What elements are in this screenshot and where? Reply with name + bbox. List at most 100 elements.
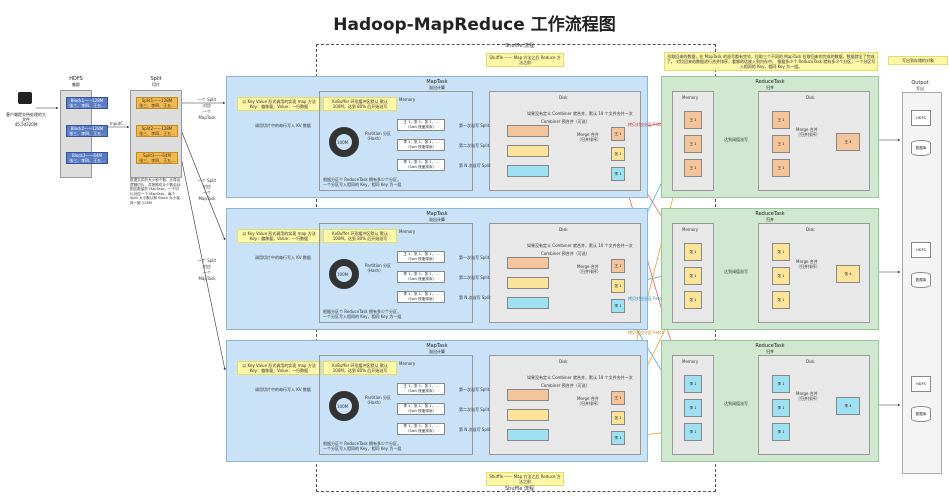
spill-file-1 (507, 389, 549, 401)
reducetask-panel-2: ReduceTask 归并 Memory 张 1 张 1 张 1 达到阀值溢写 … (661, 208, 879, 330)
reduce-disk-title: Disk (806, 359, 815, 364)
spill-label-2: 第二次溢写 Split (459, 275, 490, 280)
partition-3: 李 1，张 1，张 1，... （Sort 快速排序） (397, 159, 445, 171)
reduce-disk-3: 张 1 (772, 291, 790, 309)
write-label: 达到阀值溢写 (724, 401, 748, 406)
shuffle-bottom-note: Shuffle —— Map 方法之后 Reduce 方法之前 (486, 472, 564, 486)
reduce-merge-label: Merge 合并 （归并排序） (796, 127, 820, 137)
partition-1: 王 1，张 1，张 1，... （Sort 快速排序） (397, 119, 445, 131)
shuffle-bottom-label: Shuffle 流程 (505, 486, 535, 492)
segment-1: 王 1 (611, 259, 625, 273)
reduce-input-2: 张 1 (684, 267, 702, 285)
partition-2: 李 1，张 1，张 1，... （Sort 快速排序） (397, 403, 445, 415)
reduce-input-1: 张 1 (684, 243, 702, 261)
reducetask-title: ReduceTask (755, 79, 785, 85)
reduce-input-2: 李 1 (684, 399, 702, 417)
kv-note: 以 Key Value 形式调用的实现 map 方法 Key：偏移量，Value… (237, 229, 321, 243)
reduce-result: 王 4 (836, 133, 860, 151)
reduce-merge-label: Merge 合并 （归并排序） (796, 391, 820, 401)
spill-label-1: 第一次溢写 Split (459, 123, 490, 128)
combiner-note: 如果没有定义 Combiner 就合并，默认 10 个文件合并一次 (527, 243, 633, 248)
reduce-input-1: 李 1 (684, 375, 702, 393)
memory-title: Memory (399, 361, 416, 366)
segment-3: 李 1 (611, 431, 625, 445)
merge-label: Merge 合并 （归并排序） (577, 396, 601, 406)
maptask-subtitle: 溢出计算 (429, 349, 445, 354)
reduce-disk-1: 李 1 (772, 375, 790, 393)
client-label: 客户端提交待处理的大文件 45.5d320M (6, 112, 46, 127)
ring-buffer (329, 259, 359, 289)
output-file-3: HDFS (911, 376, 931, 392)
maptask-title: MapTask (426, 211, 448, 217)
fetch-label-1: 拷贝对应分区 Fetch (628, 122, 665, 127)
read-label: 调用切片中的每行写入 KV 数据 (255, 387, 311, 392)
input-format-label: InputF... (110, 121, 126, 126)
reducetask-panel-3: ReduceTask 归并 Memory 李 1 李 1 李 1 达到阀值溢写 … (661, 340, 879, 462)
split-note: 根据文件的大小和个数，计算出逻辑切片，并按照切片个数启动相应数量的 MapTas… (130, 178, 181, 205)
segment-2: 张 1 (611, 411, 625, 425)
ring-label: 100M (337, 404, 349, 409)
output-file-1: HDFS (911, 110, 931, 126)
kbuffer-note: KvBuffer 环形缓冲区默认 默认 100M，达到 80% 后开始溢写 (323, 97, 397, 111)
read-label: 调用切片中的每行写入 KV 数据 (255, 255, 311, 260)
reduce-disk-title: Disk (806, 95, 815, 100)
partition-3: 李 1，张 1，张 1，... （Sort 快速排序） (397, 291, 445, 303)
fetch-label-2: 拷贝对应分区 Fetch (628, 296, 665, 301)
memory-title: Memory (399, 97, 416, 102)
read-label: 调用切片中的每行写入 KV 数据 (255, 123, 311, 128)
reduce-disk-title: Disk (806, 227, 815, 232)
combiner-label: Combiner 预合并（可选） (541, 119, 590, 124)
spill-label-3: 第 N 次溢写 Split (459, 427, 491, 432)
reduce-note: 根据分区个 ReduceTask 拥有多少个分区，一个分区写入相同的 Key，相… (323, 177, 402, 187)
maptask-panel-3: MapTask 溢出计算 以 Key Value 形式调用的实现 map 方法 … (226, 340, 648, 462)
output-db-3: 数据库 (911, 406, 931, 422)
partition-3: 李 1，张 1，张 1，... （Sort 快速排序） (397, 423, 445, 435)
write-label: 达到阀值溢写 (724, 137, 748, 142)
ring-buffer (329, 127, 359, 157)
hdfs-subtitle: 集群 (72, 82, 80, 87)
combiner-note: 如果没有定义 Combiner 就合并，默认 10 个文件合并一次 (527, 375, 633, 380)
disk-title: Disk (559, 227, 568, 232)
partition-label: Partition 分区 （Hash） (365, 395, 391, 405)
reduce-disk-2: 李 1 (772, 399, 790, 417)
hdfs-title: HDFS (69, 76, 83, 82)
kbuffer-note: KvBuffer 环形缓冲区默认 默认 100M，达到 80% 后开始溢写 (323, 361, 397, 375)
output-file-2: HDFS (911, 242, 931, 258)
partition-label: Partition 分区 （Hash） (365, 131, 391, 141)
reducetask-subtitle: 归并 (766, 85, 774, 90)
maptask-title: MapTask (426, 79, 448, 85)
ring-buffer (329, 391, 359, 421)
reduce-input-3: 王 1 (684, 159, 702, 177)
spill-label-3: 第 N 次溢写 Split (459, 295, 491, 300)
partition-1: 王 1，张 1，张 1，... （Sort 快速排序） (397, 251, 445, 263)
combiner-note: 如果没有定义 Combiner 就合并，默认 10 个文件合并一次 (527, 111, 633, 116)
spill-file-2 (507, 145, 549, 157)
spill-label-2: 第二次溢写 Split (459, 407, 490, 412)
maptask-subtitle: 溢出计算 (429, 217, 445, 222)
spill-file-3 (507, 165, 549, 177)
shuffle-top-label: Shuffle 流程 (505, 43, 535, 49)
reducetask-title: ReduceTask (755, 211, 785, 217)
reduce-result: 李 4 (836, 397, 860, 415)
write-label: 达到阀值溢写 (724, 269, 748, 274)
split-item-1: Split1——128M 张三、李四、王五... (136, 97, 178, 109)
reduce-note: 根据分区个 ReduceTask 拥有多少个分区，一个分区写入相同的 Key，相… (323, 441, 402, 451)
memory-box (319, 223, 473, 323)
split-subtitle: 切片 (152, 82, 160, 87)
spill-label-3: 第 N 次溢写 Split (459, 163, 491, 168)
partition-2: 李 1，张 1，张 1，... （Sort 快速排序） (397, 271, 445, 283)
disk-title: Disk (559, 95, 568, 100)
spill-label-1: 第一次溢写 Split (459, 255, 490, 260)
reduce-result: 张 4 (836, 265, 860, 283)
memory-title: Memory (399, 229, 416, 234)
reducetask-subtitle: 归并 (766, 217, 774, 222)
reducetask-subtitle: 归并 (766, 349, 774, 354)
reducetask-panel-1: ReduceTask 归并 Memory 王 1 王 1 王 1 达到阀值溢写 … (661, 76, 879, 198)
disk-title: Disk (559, 359, 568, 364)
ring-label: 100M (337, 140, 349, 145)
segment-1: 王 1 (611, 127, 625, 141)
combiner-label: Combiner 预合并（可选） (541, 251, 590, 256)
output-db-1: 数据库 (911, 140, 931, 156)
segment-2: 张 1 (611, 147, 625, 161)
hdfs-block-1: Block1——128M 张三、李四、王五... (66, 97, 108, 109)
